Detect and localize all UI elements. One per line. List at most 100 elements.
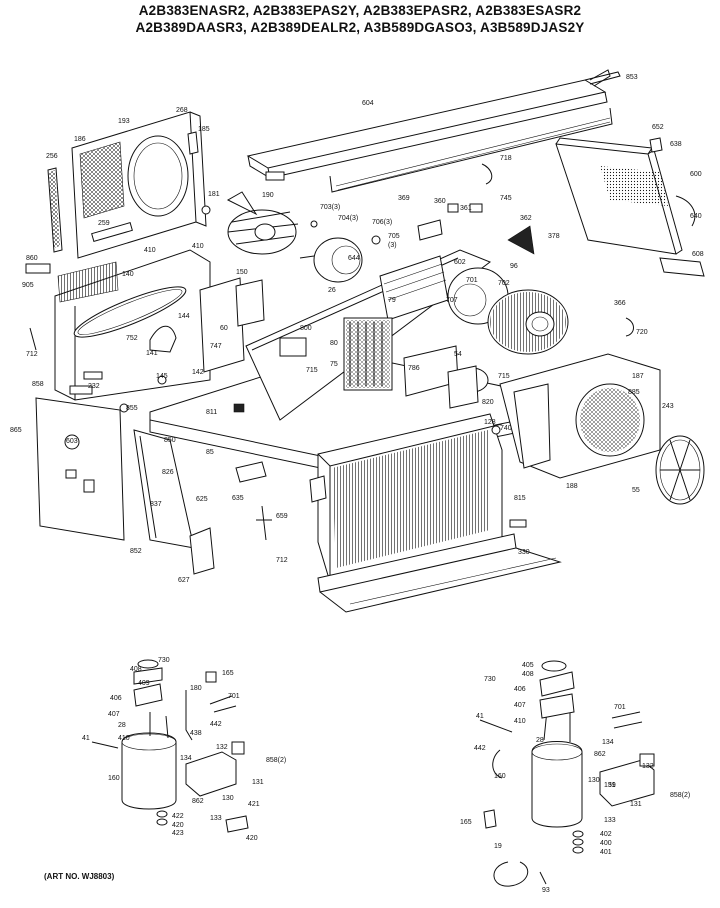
label-142: 142: [192, 369, 204, 376]
label-left-409: 409: [138, 680, 150, 687]
art-number: (ART NO. WJ8803): [44, 872, 115, 881]
label-625: 625: [196, 496, 208, 503]
label-left-407: 407: [108, 711, 120, 718]
label-right-160: 160: [494, 773, 506, 780]
label-360: 360: [434, 198, 446, 205]
label-85: 85: [206, 449, 214, 456]
label-left-730: 730: [158, 657, 170, 664]
label-right-858: 858(2): [670, 792, 690, 799]
label-800: 800: [300, 325, 312, 332]
label-right-132: 132: [642, 763, 654, 770]
label-330: 330: [518, 549, 530, 556]
label-left-180: 180: [190, 685, 202, 692]
side-panel-600: [555, 137, 705, 277]
label-718: 718: [500, 155, 512, 162]
top-cover: [246, 69, 613, 193]
panel-193: [71, 111, 207, 259]
label-128: 128: [484, 419, 496, 426]
partition-625: [133, 429, 195, 549]
label-right-131: 131: [630, 801, 642, 808]
label-640: 640: [690, 213, 702, 220]
label-right-133: 133: [604, 817, 616, 824]
label-243: 243: [662, 403, 674, 410]
label-left-421: 421: [248, 801, 260, 808]
label-right-407: 407: [514, 702, 526, 709]
label-715: 715: [306, 367, 318, 374]
label-right-400: 400: [600, 840, 612, 847]
label-715b: 715: [498, 373, 510, 380]
label-right-410: 410: [514, 718, 526, 725]
rail-853: [584, 71, 621, 85]
label-603: 603: [66, 438, 78, 445]
label-left-131: 131: [252, 779, 264, 786]
label-600: 600: [690, 171, 702, 178]
label-410: 410: [144, 247, 156, 254]
label-786: 786: [408, 365, 420, 372]
label-left-41: 41: [82, 735, 90, 742]
label-410b: 410: [192, 243, 204, 250]
label-right-442: 442: [474, 745, 486, 752]
label-80: 80: [330, 340, 338, 347]
label-659: 659: [276, 513, 288, 520]
label-right-130: 130: [588, 777, 600, 784]
label-185: 185: [198, 126, 210, 133]
label-852: 852: [130, 548, 142, 555]
label-702: 702: [498, 280, 510, 287]
label-707: 707: [446, 297, 458, 304]
front-panel-865: [35, 397, 125, 541]
label-712: 712: [26, 351, 38, 358]
label-268: 268: [176, 107, 188, 114]
label-745: 745: [500, 195, 512, 202]
label-right-406: 406: [514, 686, 526, 693]
label-right-862: 862: [594, 751, 606, 758]
label-259: 259: [98, 220, 110, 227]
small-parts-main: [25, 163, 634, 541]
label-left-422: 422: [172, 813, 184, 820]
label-652: 652: [652, 124, 664, 131]
label-right-401: 401: [600, 849, 612, 856]
strip-256: [47, 167, 63, 253]
label-right-405: 405: [522, 662, 534, 669]
label-left-133: 133: [210, 815, 222, 822]
label-366: 366: [614, 300, 626, 307]
label-705: 705: [388, 233, 400, 240]
label-96: 96: [510, 263, 518, 270]
label-638: 638: [670, 141, 682, 148]
model-list-line-2: A2B389DAASR3, A2B389DEALR2, A3B589DGASO3…: [135, 20, 585, 35]
chassis-plate: [54, 249, 245, 401]
label-right-131a: 131: [604, 782, 616, 789]
motor-26: [299, 237, 363, 283]
label-850: 850: [164, 437, 176, 444]
label-362: 362: [520, 215, 532, 222]
label-145: 145: [156, 373, 168, 380]
label-140: 140: [122, 271, 134, 278]
label-left-442: 442: [210, 721, 222, 728]
label-193: 193: [118, 118, 130, 125]
fan-blade-190: [226, 191, 299, 255]
label-left-862: 862: [192, 798, 204, 805]
bracket-150: [235, 279, 265, 327]
label-55: 55: [632, 487, 640, 494]
label-706: 706(3): [372, 219, 392, 226]
label-190: 190: [262, 192, 274, 199]
label-644: 644: [348, 255, 360, 262]
label-187: 187: [632, 373, 644, 380]
label-60: 60: [220, 325, 228, 332]
part-labels: 853 604 193 268 186 185 256 259 652 638 …: [10, 74, 704, 894]
label-905: 905: [22, 282, 34, 289]
blower-wheel: [487, 289, 569, 355]
label-right-93: 93: [542, 887, 550, 894]
condenser-coil: [309, 413, 503, 583]
label-837: 837: [150, 501, 162, 508]
label-747: 747: [210, 343, 222, 350]
label-left-410: 410: [118, 735, 130, 742]
label-right-165: 165: [460, 819, 472, 826]
label-815: 815: [514, 495, 526, 502]
model-list-line-1: A2B383ENASR2, A2B383EPAS2Y, A2B383EPASR2…: [138, 3, 582, 18]
label-361: 361: [460, 205, 472, 212]
label-826: 826: [162, 469, 174, 476]
shroud-187: [499, 353, 661, 479]
label-right-59: 59: [608, 782, 616, 789]
label-701: 701: [466, 277, 478, 284]
label-left-165: 165: [222, 670, 234, 677]
